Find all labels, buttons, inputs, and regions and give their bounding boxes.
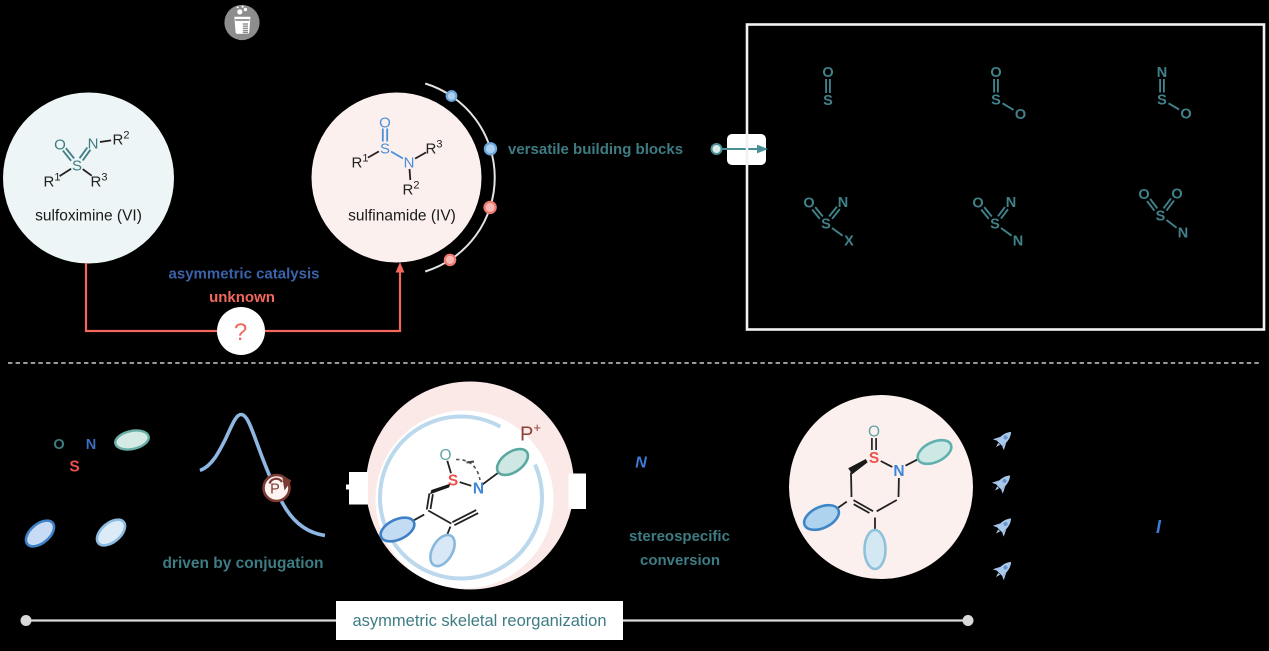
- svg-text:O: O: [1015, 107, 1026, 123]
- svg-text:S: S: [869, 450, 879, 467]
- svg-text:O: O: [822, 65, 833, 81]
- svg-text:P: P: [270, 482, 280, 498]
- svg-text:N: N: [86, 437, 96, 453]
- svg-text:O: O: [54, 136, 66, 153]
- svg-text:N: N: [838, 195, 848, 211]
- svg-text:N: N: [404, 154, 415, 171]
- svg-text:sulfoximine (VI): sulfoximine (VI): [35, 208, 142, 225]
- svg-text:N: N: [1178, 226, 1188, 242]
- svg-text:S: S: [448, 473, 458, 490]
- svg-text:O: O: [1180, 107, 1191, 123]
- svg-text:S: S: [821, 217, 831, 233]
- svg-text:O: O: [868, 424, 880, 441]
- svg-text:O: O: [439, 447, 451, 464]
- svg-text:versatile building blocks: versatile building blocks: [508, 141, 683, 158]
- svg-text:sulfinamide (IV): sulfinamide (IV): [348, 208, 456, 225]
- svg-text:N: N: [1013, 234, 1023, 250]
- svg-text:X: X: [844, 234, 854, 250]
- svg-text:asymmetric catalysis: asymmetric catalysis: [169, 266, 320, 283]
- svg-text:asymmetric skeletal reorganiza: asymmetric skeletal reorganization: [352, 612, 606, 630]
- svg-text:O: O: [53, 437, 64, 453]
- svg-text:O: O: [803, 196, 814, 212]
- svg-text:O: O: [972, 196, 983, 212]
- svg-text:S: S: [72, 157, 82, 174]
- svg-text:S: S: [1157, 93, 1167, 109]
- svg-text:driven by conjugation: driven by conjugation: [162, 555, 323, 572]
- svg-text:N: N: [473, 481, 484, 498]
- svg-text:N: N: [1157, 65, 1167, 81]
- svg-text:O: O: [1138, 187, 1149, 203]
- svg-text:N: N: [893, 463, 904, 480]
- svg-text:N: N: [88, 135, 99, 152]
- svg-text:S: S: [380, 140, 390, 157]
- svg-text:N: N: [1006, 195, 1016, 211]
- svg-text:O: O: [990, 65, 1001, 81]
- svg-text:S: S: [69, 459, 79, 476]
- svg-text:conversion: conversion: [640, 552, 720, 569]
- svg-text:N: N: [635, 455, 647, 472]
- svg-text:S: S: [1156, 209, 1166, 225]
- svg-text:?: ?: [234, 319, 247, 346]
- svg-text:unknown: unknown: [209, 289, 275, 306]
- svg-text:S: S: [990, 217, 1000, 233]
- svg-text:O: O: [1171, 187, 1182, 203]
- svg-text:S: S: [991, 93, 1001, 109]
- svg-text:stereospecific: stereospecific: [629, 528, 730, 545]
- svg-text:O: O: [379, 114, 391, 131]
- svg-text:S: S: [823, 93, 833, 109]
